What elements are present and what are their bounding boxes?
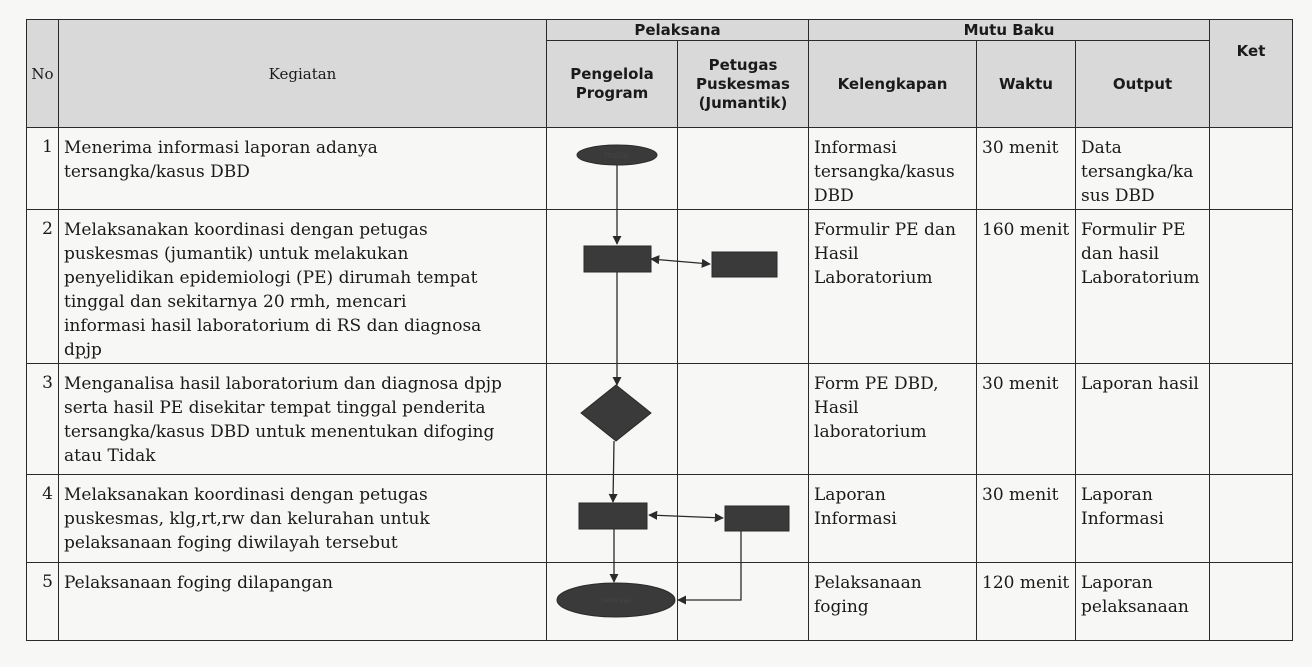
row-kelengkapan: Formulir PE dan Hasil Laboratorium [808, 209, 978, 364]
flow-cell-pengelola [546, 474, 678, 563]
row-number: 2 [26, 209, 59, 364]
header-mutu-baku: Mutu Baku [808, 19, 1211, 41]
row-waktu: 160 menit [976, 209, 1077, 364]
row-kegiatan: Melaksanakan koordinasi dengan petugas p… [58, 209, 547, 364]
row-kelengkapan: Informasi tersangka/kasus DBD [808, 126, 978, 211]
row-number: 5 [26, 561, 59, 642]
row-ket [1209, 362, 1294, 476]
header-pelaksana: Pelaksana [545, 19, 810, 41]
table-row: 5 Pelaksanaan foging dilapangan Pelaksan… [26, 561, 1294, 642]
row-output: Laporan hasil [1075, 362, 1211, 476]
row-waktu: 30 menit [976, 474, 1077, 563]
row-kegiatan: Pelaksanaan foging dilapangan [58, 561, 547, 642]
flow-cell-petugas [676, 362, 810, 476]
row-kegiatan: Menganalisa hasil laboratorium dan diagn… [58, 362, 547, 476]
header-output: Output [1075, 40, 1211, 128]
row-kegiatan: Menerima informasi laporan adanya tersan… [58, 126, 547, 211]
row-ket [1209, 561, 1294, 642]
table-row: 1 Menerima informasi laporan adanya ters… [26, 126, 1294, 211]
row-ket [1209, 209, 1294, 364]
flow-cell-pengelola [546, 209, 678, 364]
row-output: Data tersangka/ka sus DBD [1075, 126, 1211, 211]
row-number: 3 [26, 362, 59, 476]
header-no: No [26, 19, 59, 128]
header-kegiatan: Kegiatan [58, 19, 547, 128]
flow-cell-petugas [676, 126, 810, 211]
row-number: 4 [26, 474, 59, 563]
header-petugas-puskesmas: Petugas Puskesmas (Jumantik) [676, 40, 810, 128]
row-kelengkapan: Laporan Informasi [808, 474, 978, 563]
row-kelengkapan: Form PE DBD, Hasil laboratorium [808, 362, 978, 476]
sop-table: No Kegiatan Pelaksana Mutu Baku Ket Peng… [26, 19, 1294, 642]
row-waktu: 30 menit [976, 362, 1077, 476]
header-pengelola-program: Pengelola Program [546, 40, 678, 128]
row-output: Laporan Informasi [1075, 474, 1211, 563]
row-kegiatan: Melaksanakan koordinasi dengan petugas p… [58, 474, 547, 563]
row-ket [1209, 126, 1294, 211]
flow-cell-pengelola [546, 126, 678, 211]
row-number: 1 [26, 126, 59, 211]
table-row: 2 Melaksanakan koordinasi dengan petugas… [26, 209, 1294, 364]
row-output: Formulir PE dan hasil Laboratorium [1075, 209, 1211, 364]
table-row: 4 Melaksanakan koordinasi dengan petugas… [26, 474, 1294, 563]
flow-cell-petugas [676, 209, 810, 364]
flow-cell-petugas [676, 474, 810, 563]
row-kelengkapan: Pelaksanaan foging [808, 561, 978, 642]
flow-cell-petugas [676, 561, 810, 642]
row-waktu: 120 menit [976, 561, 1077, 642]
flow-cell-pengelola [546, 362, 678, 476]
row-ket [1209, 474, 1294, 563]
header-waktu: Waktu [976, 40, 1077, 128]
row-waktu: 30 menit [976, 126, 1077, 211]
header-ket: Ket [1209, 19, 1294, 128]
flow-cell-pengelola [546, 561, 678, 642]
row-output: Laporan pelaksanaan [1075, 561, 1211, 642]
table-row: 3 Menganalisa hasil laboratorium dan dia… [26, 362, 1294, 476]
header-kelengkapan: Kelengkapan [808, 40, 978, 128]
